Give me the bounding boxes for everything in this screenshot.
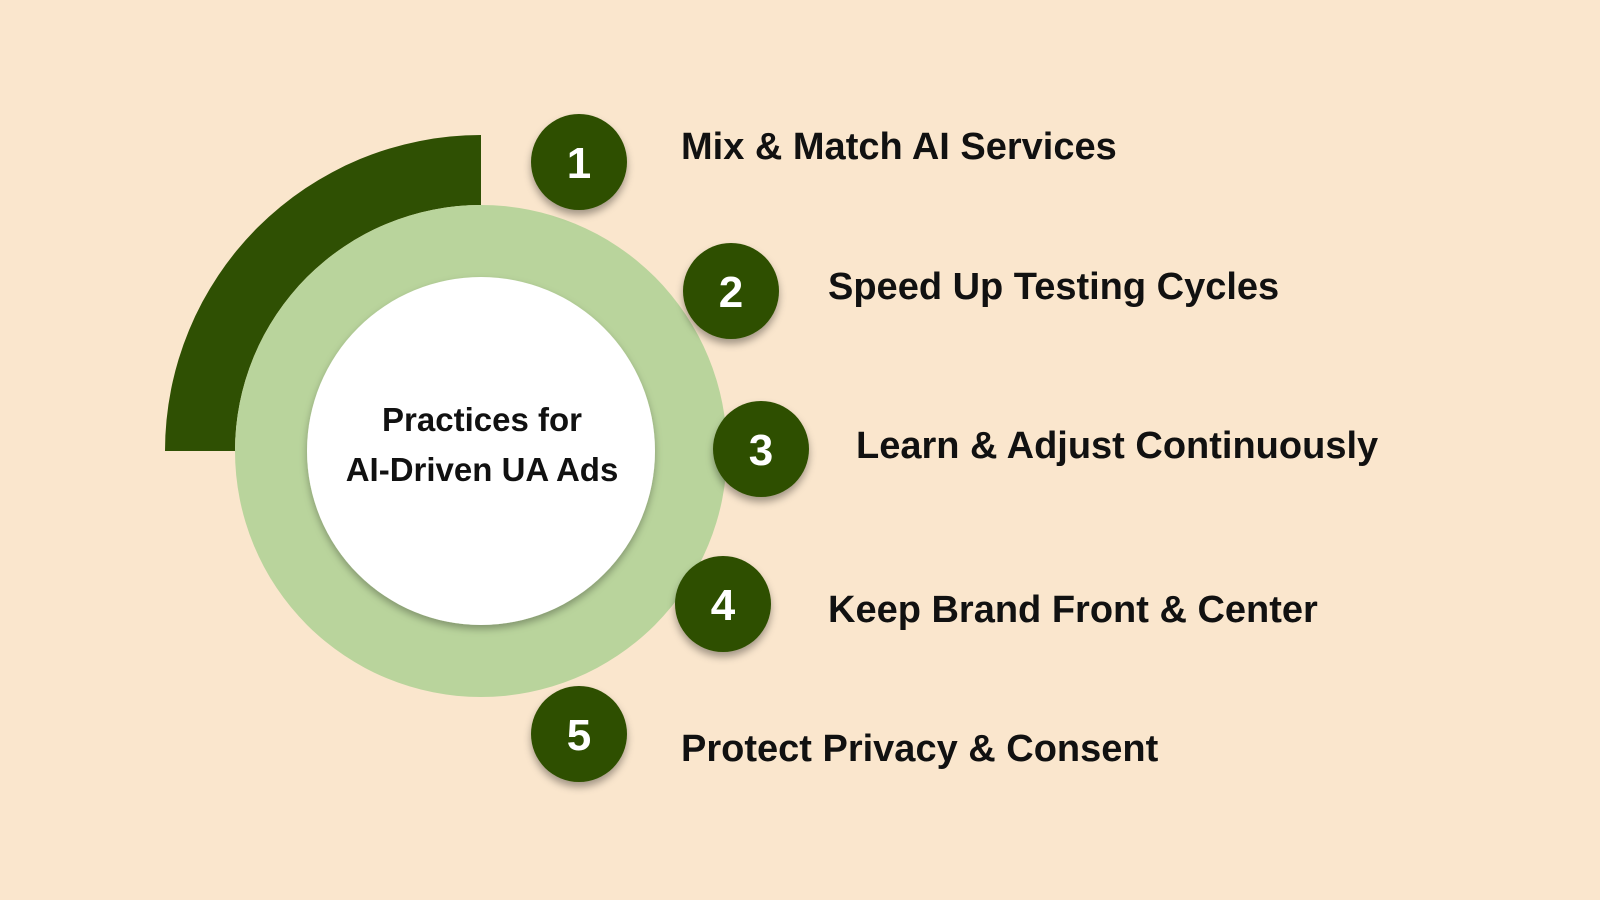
step-number-5: 5	[567, 711, 591, 760]
step-badge-4: 4	[675, 556, 771, 652]
step-number-3: 3	[749, 426, 773, 475]
step-label-4: Keep Brand Front & Center	[828, 589, 1318, 631]
step-label-2: Speed Up Testing Cycles	[828, 266, 1280, 308]
dark-arc-segment	[165, 135, 481, 451]
center-title-line-2: AI-Driven UA Ads	[345, 451, 619, 488]
center-circle	[307, 277, 655, 625]
center-title: Practices for AI-Driven UA Ads	[307, 395, 657, 495]
step-number-1: 1	[567, 139, 591, 188]
step-label-1: Mix & Match AI Services	[681, 126, 1117, 168]
step-number-4: 4	[711, 581, 736, 630]
step-number-2: 2	[719, 268, 743, 317]
step-badge-1: 1	[531, 114, 627, 210]
center-title-line-1: Practices for	[382, 401, 582, 438]
step-badge-5: 5	[531, 686, 627, 782]
step-label-5: Protect Privacy & Consent	[681, 728, 1159, 770]
step-label-3: Learn & Adjust Continuously	[856, 425, 1379, 467]
step-badge-3: 3	[713, 401, 809, 497]
step-badge-2: 2	[683, 243, 779, 339]
